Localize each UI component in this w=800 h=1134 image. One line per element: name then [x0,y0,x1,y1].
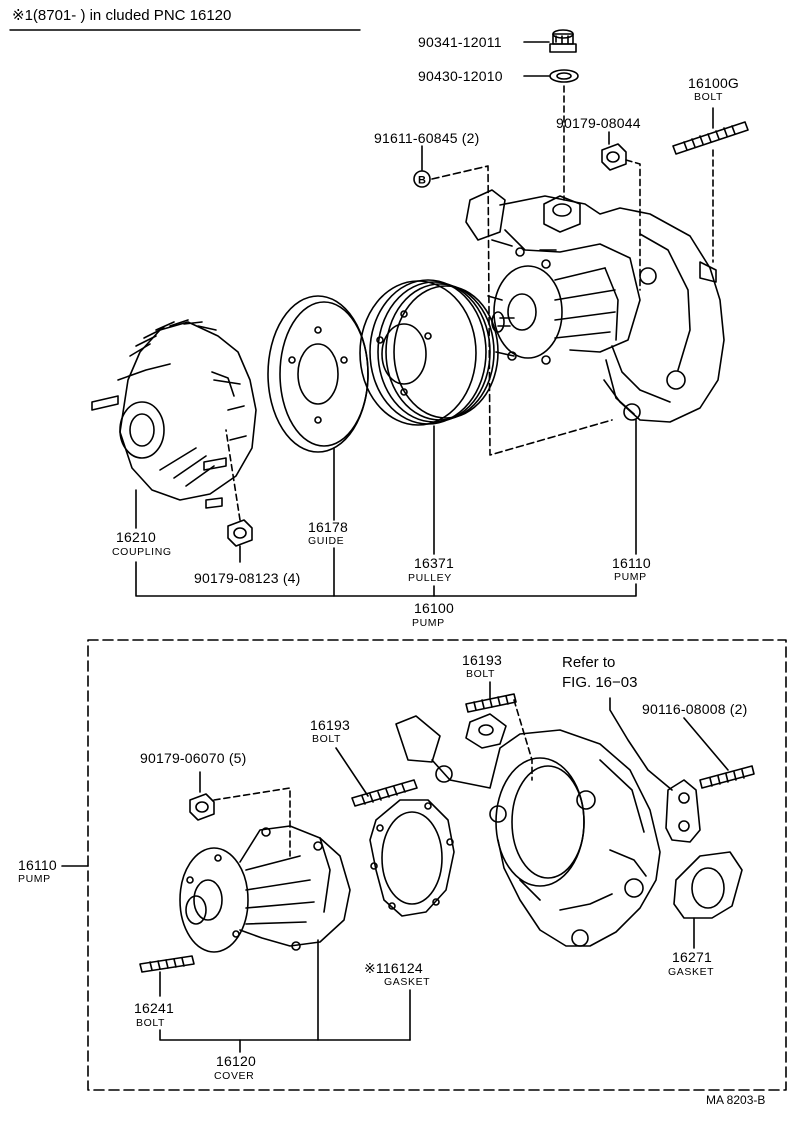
stud-bolt-16241-drawing [139,955,195,973]
stud-bolt-16193-lower-drawing [351,779,418,807]
part-number-90179-06070: 90179-06070 (5) [140,750,247,766]
part-number-16110-bottom: 16110 [18,857,57,873]
part-number-16241: 16241 [134,1000,174,1016]
part-name-16241: BOLT [136,1017,166,1029]
part-name-16110-bottom: PUMP [18,873,51,885]
dash-90179-06070 [213,787,291,857]
stud-bolt-16193-upper-drawing [465,693,517,713]
marker-b: B [413,170,431,188]
part-number-16100: 16100 [414,600,454,616]
part-number-16271: 16271 [672,949,712,965]
stud-bolt-90116-drawing [699,765,755,789]
part-name-16120: COVER [214,1070,255,1082]
washer-drawing [549,69,579,83]
nut-90179-08123-drawing [227,519,253,547]
part-number-90341-12011: 90341-12011 [418,34,502,50]
part-number-16100g: 16100G [688,75,740,91]
refer-fig-text: FIG. 16−03 [562,674,638,691]
gasket-fig-1603-drawing [665,779,701,843]
nut-90179-08044-drawing [601,143,627,171]
part-name-16271: GASKET [668,966,715,978]
leader-refer [609,697,673,791]
part-number-16210: 16210 [116,529,156,545]
part-name-16178: GUIDE [308,535,345,547]
svg-text:B: B [418,175,426,187]
water-pump-top-drawing [465,189,725,423]
part-number-90179-08123: 90179-08123 (4) [194,570,301,586]
part-name-16193-upper: BOLT [466,668,496,680]
pulley-drawing [359,279,499,426]
part-number-16110-top: 16110 [612,555,651,571]
part-number-90116-08008: 90116-08008 (2) [642,701,748,717]
header-note: ※1(8701- ) in cluded PNC 16120 [12,7,232,24]
part-number-16371: 16371 [414,555,454,571]
dash-90179-08044 [625,159,641,291]
part-name-16110-top: PUMP [614,571,647,583]
drain-plug-drawing [549,29,577,53]
part-number-16193-lower: 16193 [310,717,350,733]
assembly-boundary [87,639,787,1091]
part-number-16120: 16120 [216,1053,256,1069]
nut-90179-06070-drawing [189,793,215,821]
stud-bolt-16100g-drawing [672,121,749,155]
dash-16193-upper [513,699,533,781]
diagram-code: MA 8203-B [706,1093,766,1107]
leader-16193-lower [335,747,369,797]
part-number-16178: 16178 [308,519,348,535]
part-number-90179-08044: 90179-08044 [556,115,641,131]
part-name-16371: PULLEY [408,572,452,584]
leader-90116 [683,717,729,771]
pump-body-drawing [395,713,661,947]
part-name-116124: GASKET [384,976,431,988]
dash-marker-b [431,165,613,456]
gasket-16271-drawing [673,851,743,919]
part-number-16193-upper: 16193 [462,652,502,668]
part-number-91611-60845: 91611-60845 (2) [374,130,480,146]
gasket-116124-drawing [369,799,455,917]
bracket-16100 [135,561,637,597]
pump-impeller-drawing [179,825,351,953]
fan-coupling-drawing [91,319,257,509]
part-name-16100g: BOLT [694,91,724,103]
refer-to-text: Refer to [562,654,616,671]
part-number-116124: ※116124 [364,960,423,976]
part-name-16100: PUMP [412,617,445,629]
dash-90179-08123 [225,429,241,521]
part-number-90430-12010: 90430-12010 [418,68,503,84]
bracket-16120 [159,1029,411,1041]
part-name-16193-lower: BOLT [312,733,342,745]
part-name-16210: COUPLING [112,546,172,558]
guide-drawing [267,295,369,453]
